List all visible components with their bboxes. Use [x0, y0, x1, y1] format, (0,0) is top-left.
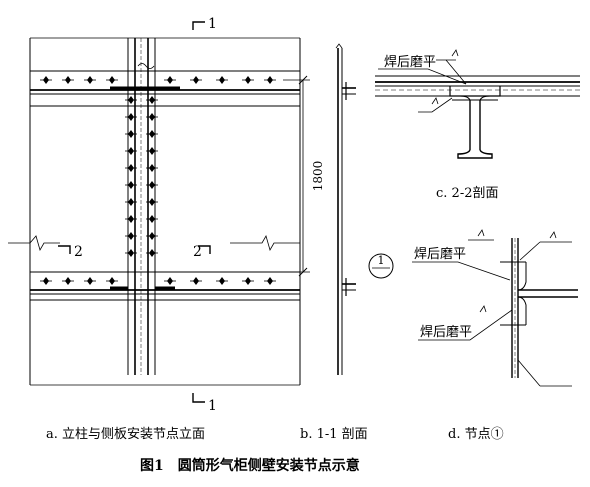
section-2-2-view: [375, 49, 580, 159]
weld-note-node-bottom: 焊后磨平: [420, 324, 472, 340]
section-mark-right: 2: [193, 244, 202, 260]
weld-note-section-2-2: 焊后磨平: [384, 54, 436, 70]
dimension-1800: 1800: [311, 161, 325, 192]
caption-a: a. 立柱与侧板安装节点立面: [46, 427, 205, 442]
section-mark-top: 1: [208, 16, 217, 32]
section-mark-bottom: 1: [208, 398, 217, 414]
caption-b: b. 1-1 剖面: [300, 427, 368, 442]
caption-c: c. 2-2剖面: [436, 186, 498, 201]
section-1-1-view: [335, 43, 394, 375]
figure-title: 图1 圆筒形气柜侧壁安装节点示意: [140, 457, 360, 474]
weld-note-node-top: 焊后磨平: [414, 246, 466, 262]
node-detail-view: [412, 229, 578, 387]
caption-d: d. 节点①: [448, 427, 504, 442]
section-mark-left: 2: [74, 244, 83, 260]
elevation-view: [8, 21, 310, 403]
node-marker-label: 1: [378, 254, 385, 267]
bolt-markers: [40, 76, 276, 285]
